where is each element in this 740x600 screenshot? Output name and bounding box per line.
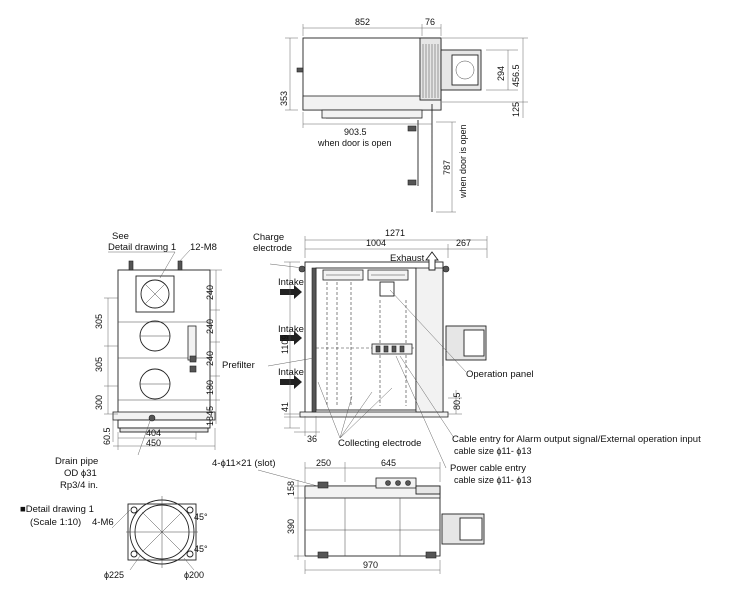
cable-alarm-size: cable size ϕ11- ϕ13: [454, 446, 531, 456]
dim-390: 390: [286, 519, 296, 534]
dim-456-5: 456.5: [511, 64, 521, 87]
left-view: [104, 249, 222, 456]
intake-label-1: Intake: [278, 277, 304, 288]
drain-od-label: OD ϕ31: [64, 468, 97, 479]
dim-125: 125: [511, 102, 521, 117]
dim-1004: 1004: [366, 238, 386, 248]
slot-label: 4-ϕ11×21 (slot): [212, 458, 276, 469]
cable-alarm-label: Cable entry for Alarm output signal/Exte…: [452, 434, 701, 445]
dim-450: 450: [146, 438, 161, 448]
detail-dia-225: ϕ225: [104, 570, 124, 580]
collecting-electrode-label: Collecting electrode: [338, 438, 421, 449]
dim-903-5: 903.5: [344, 127, 367, 137]
detail-dia-200: ϕ200: [184, 570, 204, 580]
power-cable-label: Power cable entry: [450, 463, 526, 474]
dim-305-b: 305: [94, 357, 104, 372]
dim-1271: 1271: [385, 228, 405, 238]
bolt-label: 12-M8: [190, 242, 217, 253]
dim-180: 180: [205, 380, 215, 395]
power-cable-size: cable size ϕ11- ϕ13: [454, 475, 531, 485]
dim-240-b: 240: [205, 319, 215, 334]
see-label: See: [112, 231, 129, 242]
operation-panel-label: Operation panel: [466, 369, 534, 380]
dim-41: 41: [280, 402, 290, 412]
detail-angle-1: 45°: [194, 512, 208, 522]
intake-label-3: Intake: [278, 367, 304, 378]
dim-1845: 1845: [205, 406, 215, 426]
door-open-note-v: when door is open: [458, 124, 468, 199]
detail-bolts: 4-M6: [92, 517, 114, 528]
electrode-label: electrode: [253, 243, 292, 254]
dim-787: 787: [442, 160, 452, 175]
dim-294: 294: [496, 66, 506, 81]
dim-36: 36: [307, 434, 317, 444]
door-open-note-h: when door is open: [317, 138, 392, 148]
dim-305-a: 305: [94, 314, 104, 329]
dim-80-5: 80.5: [452, 392, 462, 410]
dim-60-5: 60.5: [102, 427, 112, 445]
charge-label: Charge: [253, 232, 284, 243]
dim-852: 852: [355, 17, 370, 27]
intake-label-2: Intake: [278, 324, 304, 335]
dim-404: 404: [146, 428, 161, 438]
dim-240-a: 240: [205, 285, 215, 300]
top-view: [285, 24, 528, 213]
dim-250: 250: [316, 458, 331, 468]
bottom-view: [257, 462, 485, 574]
detail-ref-label: Detail drawing 1: [108, 242, 176, 253]
dim-1109: 1109: [280, 335, 290, 354]
drain-pipe-label: Drain pipe: [55, 456, 98, 467]
drain-rp-label: Rp3/4 in.: [60, 480, 98, 491]
dim-300: 300: [94, 395, 104, 410]
dim-158: 158: [286, 481, 296, 496]
detail-title: ■Detail drawing 1: [20, 504, 94, 515]
exhaust-label: Exhaust: [390, 253, 425, 264]
front-view: [267, 236, 488, 469]
dim-645: 645: [381, 458, 396, 468]
dim-267: 267: [456, 238, 471, 248]
dim-970: 970: [363, 560, 378, 570]
detail-drawing: [111, 496, 198, 571]
detail-scale: (Scale 1:10): [30, 517, 81, 528]
detail-angle-2: 45°: [194, 544, 208, 554]
dim-76: 76: [425, 17, 435, 27]
dim-353: 353: [279, 91, 289, 106]
dim-240-c: 240: [205, 351, 215, 366]
prefilter-label: Prefilter: [222, 360, 255, 371]
